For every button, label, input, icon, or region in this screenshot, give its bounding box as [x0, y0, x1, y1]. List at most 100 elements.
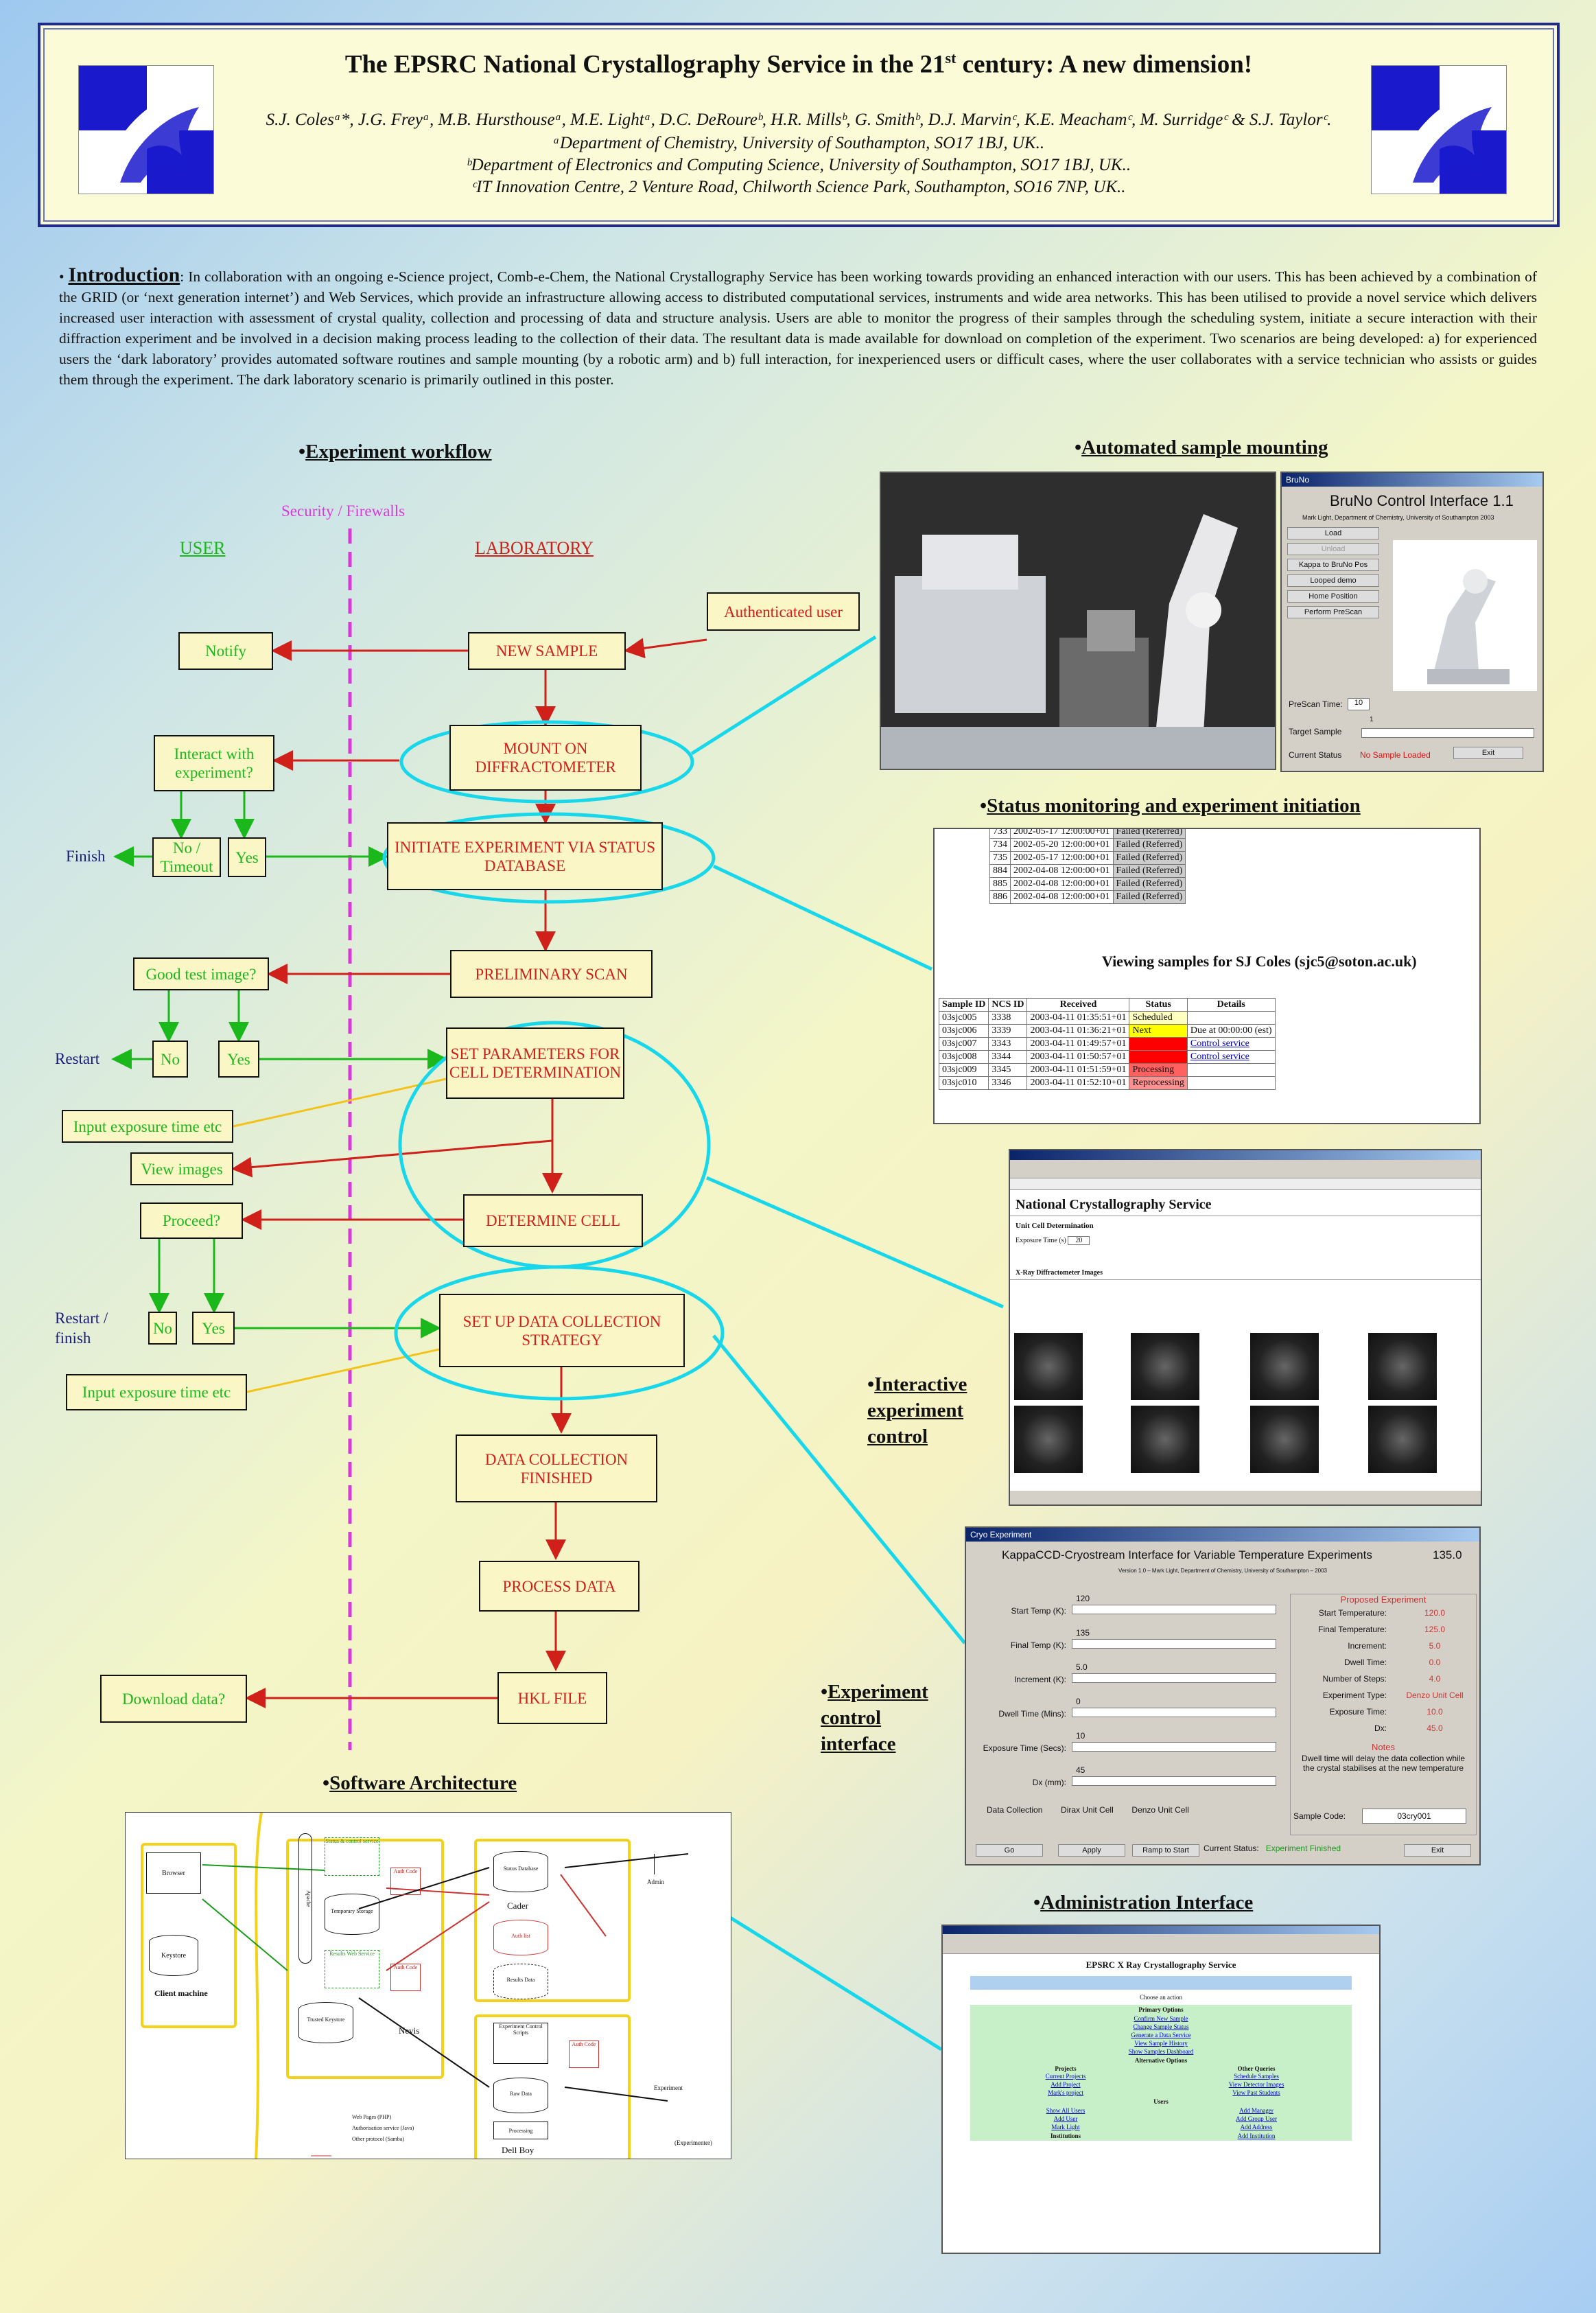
perform-prescan-button[interactable]: Perform PreScan: [1287, 606, 1379, 618]
apache-node: Apache: [298, 1833, 312, 1964]
primary-option-link[interactable]: Show Samples Dashboard: [1128, 2048, 1194, 2055]
kappa-to-bruno-button[interactable]: Kappa to BruNo Pos: [1287, 559, 1379, 571]
architecture-legend: Web Pages (PHP) Authorisation service (J…: [352, 2112, 414, 2145]
kappa-exit-button[interactable]: Exit: [1404, 1844, 1471, 1857]
table-cell[interactable]: Control service: [1186, 1037, 1276, 1051]
diffraction-image[interactable]: [1014, 1406, 1083, 1473]
radio-denzo[interactable]: Denzo Unit Cell: [1131, 1805, 1189, 1815]
table-cell: Scheduled: [1129, 1011, 1188, 1025]
diffraction-image[interactable]: [1368, 1333, 1437, 1400]
primary-option-link[interactable]: Confirm New Sample: [1134, 2015, 1188, 2022]
table-cell: 2002-05-17 12:00:00+01: [1010, 829, 1114, 839]
diffraction-image[interactable]: [1368, 1406, 1437, 1473]
auth-code-node: Auth Code: [390, 1964, 421, 1991]
diffraction-image[interactable]: [1131, 1333, 1199, 1400]
status-control-node: Status & control service: [325, 1837, 379, 1876]
admin-link[interactable]: View Past Students: [1232, 2089, 1280, 2096]
load-button[interactable]: Load: [1287, 527, 1379, 539]
slider-value: 10: [1076, 1731, 1085, 1741]
table-cell[interactable]: Due at 00:00:00 (est): [1186, 1024, 1276, 1038]
admin-link[interactable]: Add Project: [1051, 2081, 1081, 2088]
proceed-box: Proceed?: [140, 1202, 243, 1239]
section-workflow: •Experiment workflow: [298, 441, 492, 463]
slider-track[interactable]: [1072, 1708, 1276, 1717]
browser-address-bar[interactable]: [1010, 1178, 1481, 1190]
sample-code-input[interactable]: 03cry001: [1362, 1809, 1466, 1824]
admin-link[interactable]: Mark Light: [1051, 2124, 1080, 2130]
admin-link[interactable]: Add Manager: [1239, 2107, 1274, 2114]
proposed-title: Proposed Experiment: [1340, 1594, 1427, 1605]
nevis-label: Nevis: [399, 2025, 420, 2036]
primary-option-link[interactable]: Change Sample Status: [1133, 2023, 1189, 2030]
admin-link[interactable]: Add User: [1053, 2115, 1078, 2122]
home-position-button[interactable]: Home Position: [1287, 590, 1379, 603]
experiment-control-node: Experiment Control Scripts: [493, 2023, 548, 2064]
section-interactive: •Interactive experiment control: [867, 1373, 967, 1448]
slider-label: Dx (mm):: [1032, 1778, 1066, 1787]
slider-track[interactable]: [1072, 1639, 1276, 1649]
input-exposure-box-1: Input exposure time etc: [62, 1110, 233, 1143]
proposed-label: Increment:: [1348, 1641, 1387, 1651]
table-cell: 03sjc007: [938, 1037, 989, 1051]
results-ws-node: Results Web Service: [325, 1950, 379, 1988]
browser-toolbar[interactable]: [1010, 1160, 1481, 1178]
unload-button[interactable]: Unload: [1287, 543, 1379, 555]
admin-link[interactable]: Show All Users: [1046, 2107, 1085, 2114]
dolphin-logo-left: [78, 65, 214, 194]
restart-label: Restart: [55, 1050, 100, 1067]
looped-demo-button[interactable]: Looped demo: [1287, 574, 1379, 587]
table-cell: 2003-04-11 01:51:59+01: [1026, 1063, 1130, 1077]
radio-dirax[interactable]: Dirax Unit Cell: [1061, 1805, 1114, 1815]
kappa-credit: Version 1.0 – Mark Light, Department of …: [1118, 1568, 1327, 1574]
go-button[interactable]: Go: [976, 1844, 1043, 1857]
admin-link[interactable]: Mark's project: [1048, 2089, 1083, 2096]
introduction-heading: Introduction: [68, 264, 180, 286]
slider-track[interactable]: [1072, 1673, 1276, 1683]
primary-option-link[interactable]: View Sample History: [1134, 2040, 1188, 2047]
admin-toolbar[interactable]: [943, 1934, 1379, 1954]
bruno-exit-button[interactable]: Exit: [1453, 747, 1523, 759]
ramp-to-start-button[interactable]: Ramp to Start: [1132, 1844, 1199, 1857]
admin-link[interactable]: Current Projects: [1045, 2073, 1086, 2080]
proposed-row: Final Temperature:125.0: [1291, 1621, 1476, 1638]
determine-cell-box: DETERMINE CELL: [463, 1194, 643, 1247]
prescan-input[interactable]: 10: [1348, 698, 1370, 710]
table-cell: 2002-04-08 12:00:00+01: [1010, 890, 1114, 904]
apply-button[interactable]: Apply: [1058, 1844, 1125, 1857]
interact-box: Interact with experiment?: [154, 735, 274, 791]
cader-label: Cader: [507, 1901, 529, 1911]
target-slider[interactable]: [1361, 728, 1534, 738]
bruno-control-window: BruNo BruNo Control Interface 1.1 Mark L…: [1280, 472, 1544, 772]
diffraction-image[interactable]: [1014, 1333, 1083, 1400]
add-institution-link[interactable]: Add Institution: [1237, 2132, 1276, 2139]
radio-data-collection[interactable]: Data Collection: [987, 1805, 1043, 1815]
admin-link[interactable]: View Detector Images: [1228, 2081, 1284, 2088]
admin-link[interactable]: Add Group User: [1236, 2115, 1277, 2122]
section-admin: •Administration Interface: [1033, 1892, 1254, 1914]
slider-track[interactable]: [1072, 1776, 1276, 1786]
diffraction-image[interactable]: [1250, 1333, 1319, 1400]
slider-track[interactable]: [1072, 1605, 1276, 1614]
diffraction-image[interactable]: [1250, 1406, 1319, 1473]
list-item: Add Project View Detector Images: [970, 2080, 1352, 2089]
status-database-node: Status Database: [493, 1851, 548, 1892]
list-item: Show All Users Add Manager: [970, 2106, 1352, 2115]
proposed-row: Dx:45.0: [1291, 1720, 1476, 1736]
slider-track[interactable]: [1072, 1742, 1276, 1752]
primary-option-link[interactable]: Generate a Data Service: [1131, 2032, 1191, 2038]
admin-link[interactable]: Add Address: [1240, 2124, 1273, 2130]
preliminary-scan-box: PRELIMINARY SCAN: [450, 950, 653, 998]
table-cell[interactable]: Control service: [1186, 1050, 1276, 1064]
other-queries-heading: Other Queries: [1237, 2065, 1276, 2072]
admin-link[interactable]: Schedule Samples: [1234, 2073, 1279, 2080]
radio-group[interactable]: Data Collection Dirax Unit Cell Denzo Un…: [987, 1805, 1189, 1815]
diffraction-image[interactable]: [1131, 1406, 1199, 1473]
